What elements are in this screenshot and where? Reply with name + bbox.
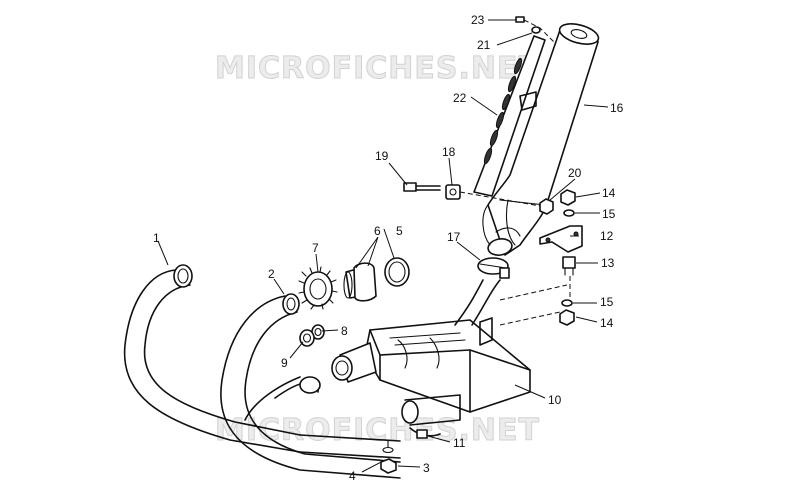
exhaust-header-pipe-2 — [220, 293, 401, 479]
callout-4: 4 — [349, 469, 356, 483]
callout-22: 22 — [453, 91, 467, 105]
washer-15-lower — [561, 299, 573, 307]
watermark-top: MICROFICHES.NET — [215, 51, 540, 86]
nut-14-lower — [559, 309, 575, 326]
callout-11: 11 — [453, 436, 466, 450]
callout-5: 5 — [396, 224, 403, 238]
nut-20 — [539, 198, 554, 215]
spacer-18 — [445, 184, 461, 200]
callout-23: 23 — [471, 13, 485, 27]
callout-labels: 1 2 3 4 5 6 7 8 9 10 11 12 13 14 14 15 1… — [153, 13, 624, 483]
callout-15-upper: 15 — [602, 207, 616, 221]
silencer-box-10 — [331, 317, 531, 426]
watermark-bottom: MICROFICHES.NET — [215, 413, 540, 448]
callout-9: 9 — [281, 356, 288, 370]
callout-20: 20 — [568, 166, 582, 180]
callout-13: 13 — [601, 256, 615, 270]
callout-12: 12 — [600, 229, 614, 243]
callout-10: 10 — [548, 393, 562, 407]
stud-13 — [562, 256, 576, 276]
callout-18: 18 — [442, 145, 456, 159]
link-pipe — [454, 279, 501, 326]
nut-3 — [380, 458, 397, 474]
finned-nut-7 — [298, 266, 338, 310]
muffler-16 — [482, 23, 600, 256]
callout-16: 16 — [610, 101, 624, 115]
pipe-clamp-11 — [409, 427, 441, 439]
washer-21 — [531, 26, 541, 34]
callout-7: 7 — [312, 241, 319, 255]
leader-lines — [157, 19, 609, 473]
exhaust-header-pipe-1 — [123, 264, 401, 459]
callout-6: 6 — [374, 224, 381, 238]
half-collets-6 — [343, 262, 377, 302]
callout-8: 8 — [341, 324, 348, 338]
callout-2: 2 — [268, 267, 275, 281]
nut-9 — [299, 329, 315, 347]
callout-21: 21 — [477, 38, 491, 52]
callout-1: 1 — [153, 231, 160, 245]
callout-14-lower: 14 — [600, 316, 614, 330]
callout-19: 19 — [375, 149, 389, 163]
callout-15-lower: 15 — [600, 295, 614, 309]
nut-14-upper — [560, 189, 576, 206]
washer-15-upper — [563, 209, 575, 217]
heat-shield-22 — [473, 35, 546, 197]
bolt-19 — [403, 182, 541, 207]
callout-17: 17 — [447, 230, 461, 244]
callout-3: 3 — [423, 461, 430, 475]
gasket-ring-5 — [384, 257, 410, 287]
bracket-12 — [539, 225, 583, 253]
washer-4 — [382, 439, 394, 454]
clamp-17 — [477, 257, 510, 279]
callout-14-upper: 14 — [602, 186, 616, 200]
